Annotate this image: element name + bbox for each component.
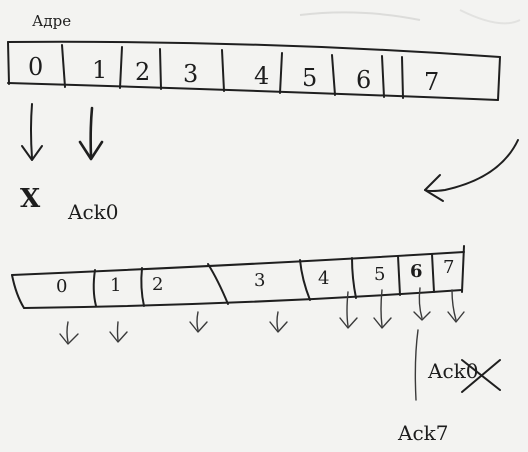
top-cell-1: 1 xyxy=(92,56,107,84)
top-cell-2: 2 xyxy=(135,58,150,86)
top-divider xyxy=(61,44,66,88)
bottom-divider xyxy=(299,259,311,301)
top-cell-0: 0 xyxy=(28,53,43,81)
top-cell-6: 6 xyxy=(356,66,371,94)
top-cell-7: 7 xyxy=(424,68,439,96)
top-divider xyxy=(401,56,404,99)
ack0-label: Ack0 xyxy=(67,200,119,224)
ack7-label: Ack7 xyxy=(397,421,449,445)
top-divider xyxy=(159,48,162,90)
top-cell-4: 4 xyxy=(254,62,269,90)
bottom-divider xyxy=(207,263,229,305)
ack7-line xyxy=(414,329,419,401)
bottom-divider xyxy=(397,255,401,296)
bottom-cell-1: 1 xyxy=(110,275,121,296)
bottom-arrow-4 xyxy=(339,291,358,329)
bottom-divider xyxy=(140,267,145,307)
slide-arrow xyxy=(424,139,519,202)
top-window-top-edge xyxy=(7,40,501,58)
bottom-arrow-7 xyxy=(447,289,465,323)
top-divider xyxy=(279,52,283,94)
top-divider xyxy=(119,46,123,89)
bottom-arrow-2 xyxy=(189,311,208,333)
bottom-window-right-edge xyxy=(461,245,465,293)
bottom-divider xyxy=(92,269,97,307)
bottom-arrow-6 xyxy=(413,287,431,321)
bottom-divider xyxy=(431,253,435,293)
bottom-cell-2: 2 xyxy=(152,274,163,295)
bottom-arrow-3 xyxy=(269,311,288,333)
bottom-divider xyxy=(351,257,357,299)
crossed-ack0: Ack0 xyxy=(427,359,501,393)
cross-out-stroke xyxy=(461,359,501,393)
bottom-cell-6: 6 xyxy=(410,261,423,282)
bottom-arrow-5 xyxy=(373,289,392,329)
bottom-cell-7: 7 xyxy=(443,257,454,278)
top-divider xyxy=(381,55,385,98)
top-window: 0 1 2 3 4 5 6 7 xyxy=(7,40,501,101)
top-arrow-0 xyxy=(21,103,43,161)
top-label: Адре xyxy=(32,12,71,30)
bottom-window-left-edge xyxy=(11,274,25,309)
bottom-cell-4: 4 xyxy=(318,268,329,289)
bottom-cell-5: 5 xyxy=(374,264,385,285)
top-divider xyxy=(221,49,225,92)
bottom-cell-0: 0 xyxy=(56,276,67,297)
top-cell-3: 3 xyxy=(183,60,198,88)
bottom-window-bottom-edge xyxy=(23,289,463,309)
top-window-left-edge xyxy=(7,41,10,85)
top-arrow-1 xyxy=(78,106,104,161)
bottom-window-top-edge xyxy=(11,251,465,276)
bottom-window: 0 1 2 3 4 5 6 7 xyxy=(11,245,465,309)
lost-x-mark: X xyxy=(20,184,41,214)
top-cell-5: 5 xyxy=(302,64,317,92)
background-smudge xyxy=(299,11,421,21)
top-window-bottom-edge xyxy=(7,82,499,101)
crossed-ack0-label: Ack0 xyxy=(427,359,479,383)
top-divider xyxy=(331,54,336,96)
top-window-right-edge xyxy=(497,56,501,101)
bottom-cell-3: 3 xyxy=(254,270,265,291)
bottom-arrow-0 xyxy=(59,321,79,345)
bottom-arrow-1 xyxy=(109,321,128,343)
background-smudge xyxy=(459,9,521,25)
